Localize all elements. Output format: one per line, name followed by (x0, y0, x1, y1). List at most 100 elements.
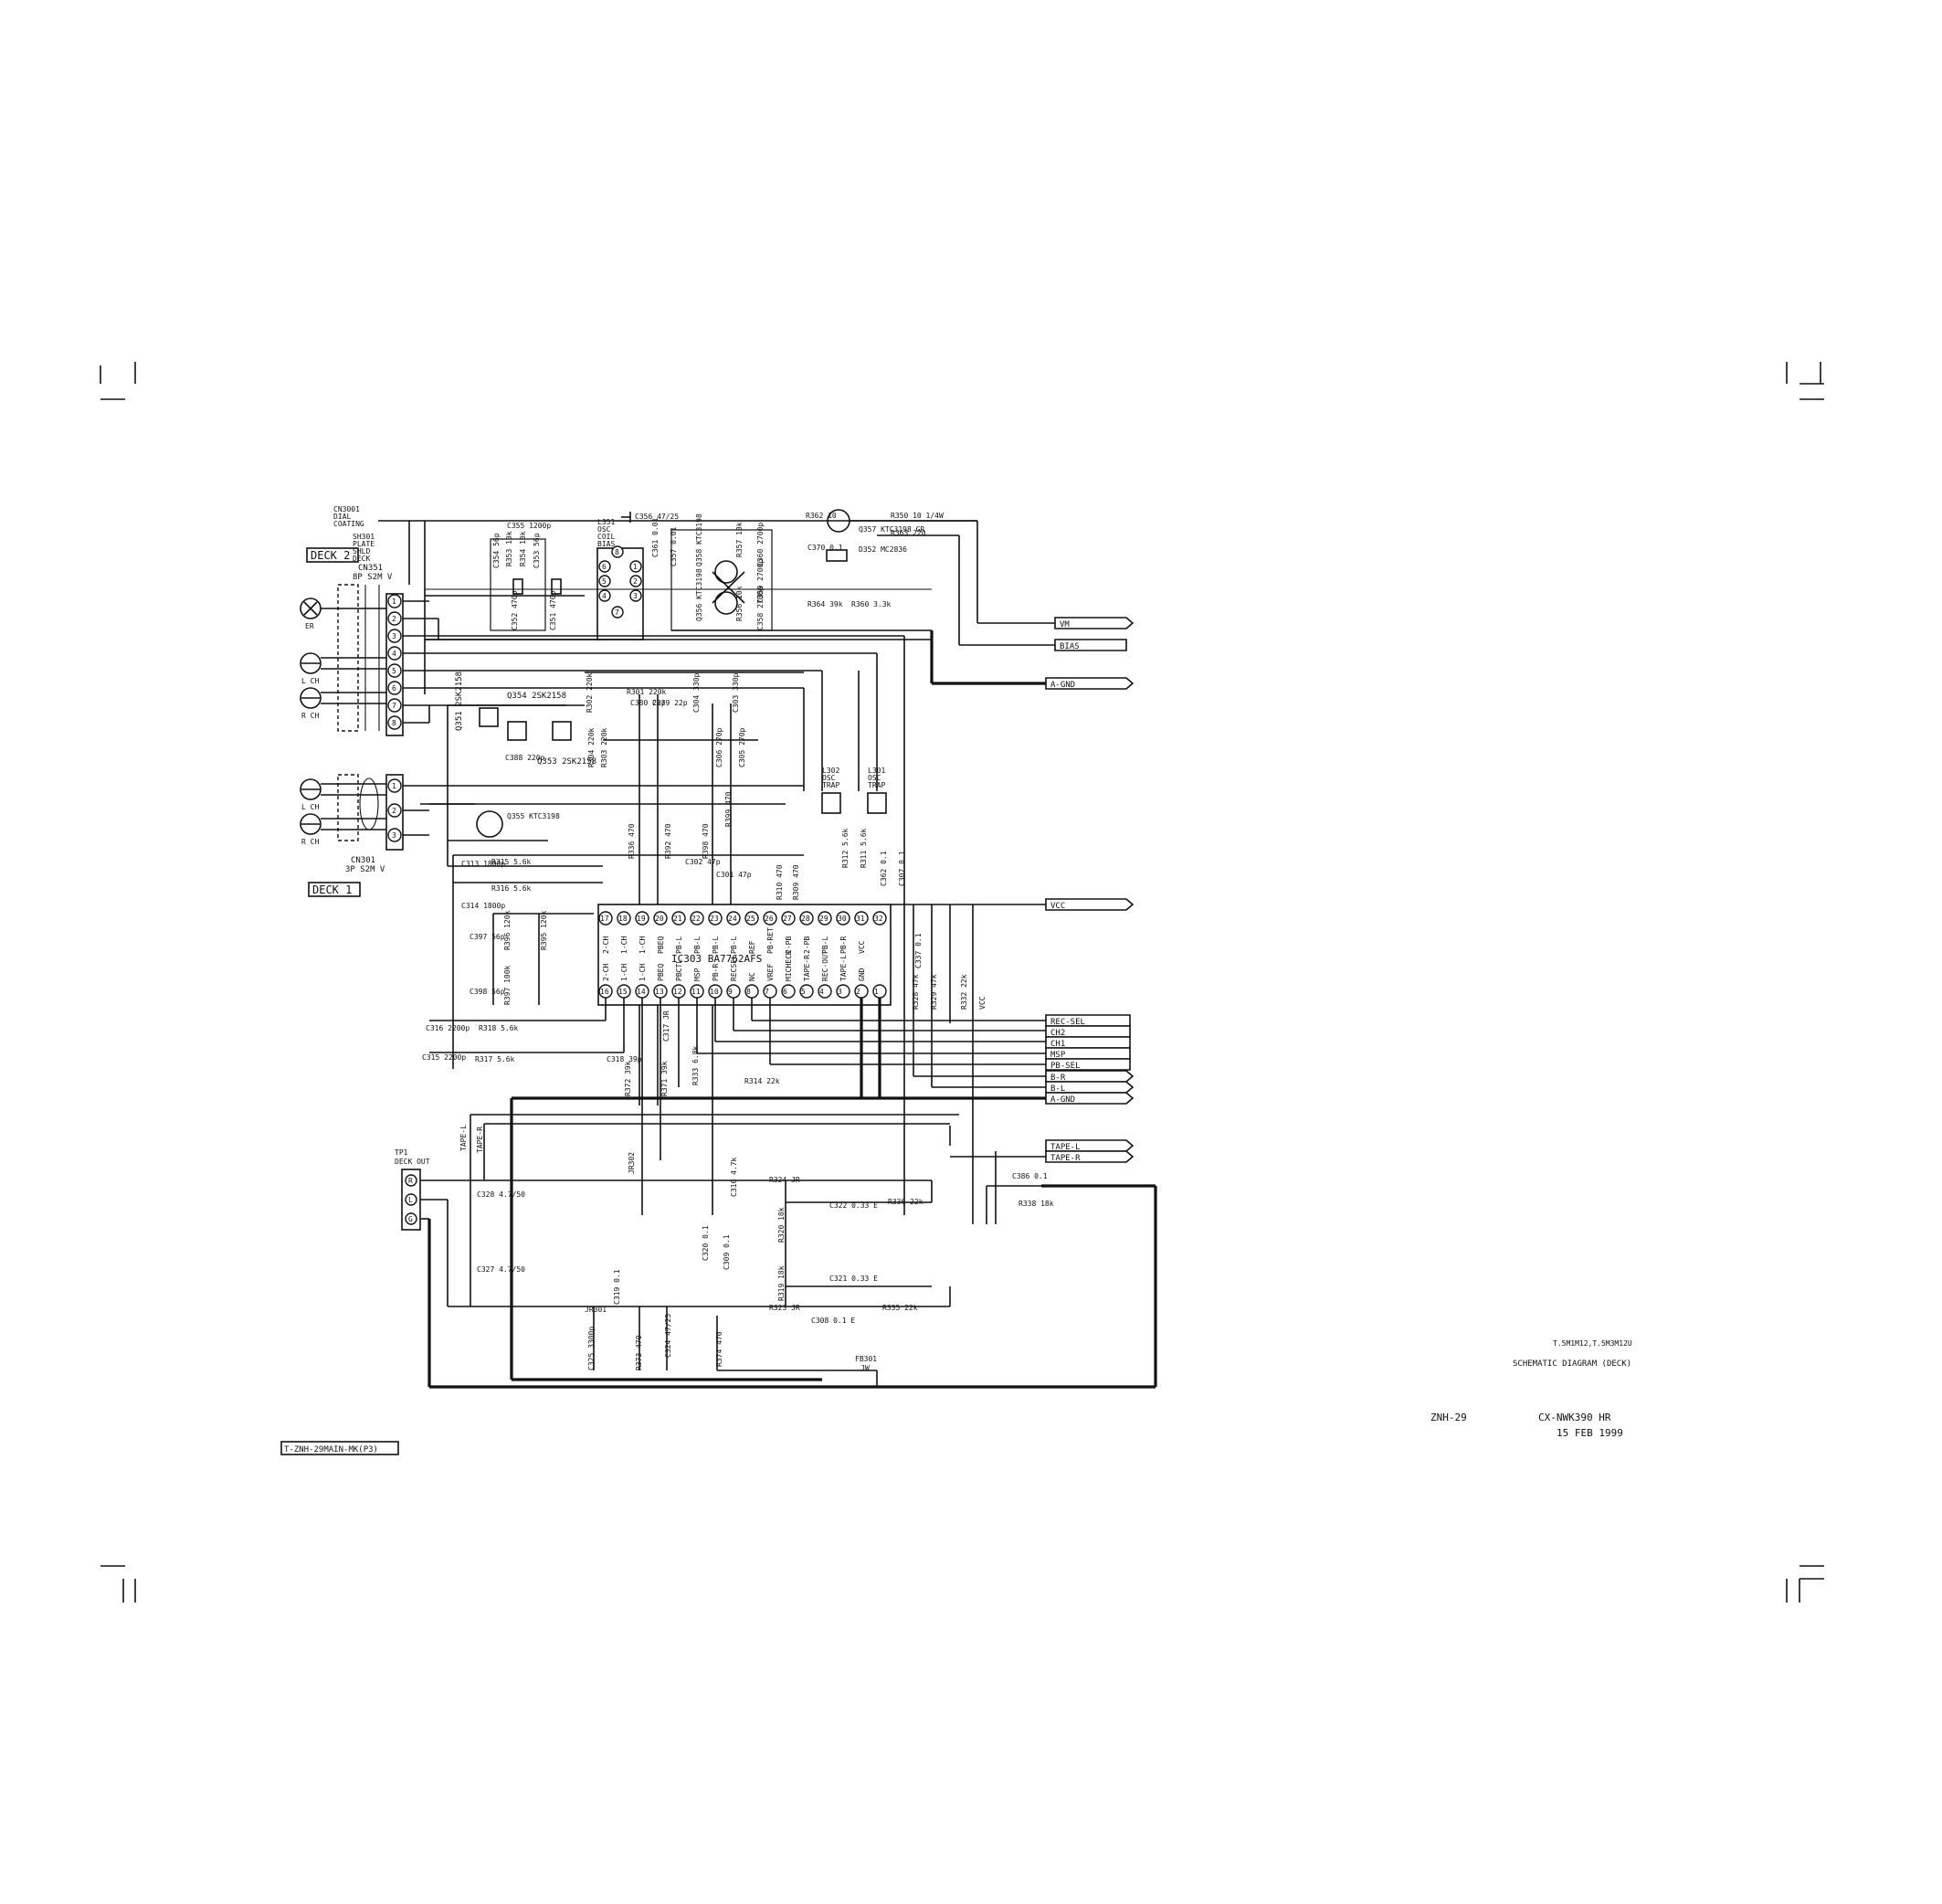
svg-text:1-CH: 1-CH (639, 964, 647, 981)
svg-text:TAPE-L: TAPE-L (1050, 1143, 1081, 1152)
shield-line3: SHLD (353, 547, 370, 555)
deck2-label-box (306, 547, 359, 563)
l302-line2: OSC (822, 774, 836, 782)
c303-label: C303 330p (732, 672, 740, 713)
svg-text:1: 1 (874, 988, 879, 996)
svg-text:21: 21 (673, 915, 682, 923)
svg-text:1-CH: 1-CH (620, 964, 628, 981)
r314-label: R314 22k (744, 1077, 780, 1085)
signal-vcc: VCC (1045, 898, 1135, 911)
svg-text:A-GND: A-GND (1050, 1095, 1075, 1105)
r364-label: R364 39k (807, 600, 843, 608)
svg-text:10: 10 (710, 988, 719, 996)
c397-label: C397 56p (470, 933, 505, 941)
deck2-section: DECK 2 CN3001 DIAL COATING SH301 PLATE S… (300, 505, 410, 736)
footer-title: SCHEMATIC DIAGRAM (DECK) (1513, 1359, 1631, 1369)
svg-text:TAPE-R: TAPE-R (1050, 1154, 1081, 1163)
svg-text:NC: NC (748, 972, 756, 981)
erase-head-icon (300, 598, 322, 619)
svg-text:PB-L: PB-L (730, 936, 738, 954)
r338-label: R338 18k (1018, 1200, 1054, 1208)
svg-text:2: 2 (392, 615, 396, 623)
q355-block: Q355 KTC3198 (403, 785, 804, 841)
svg-text:A-GND: A-GND (1050, 681, 1075, 690)
signal-b-r: B-R (1045, 1070, 1135, 1083)
svg-text:1: 1 (392, 598, 396, 606)
vcc-vertical-label: VCC (978, 996, 987, 1010)
svg-text:VREF: VREF (766, 964, 775, 981)
signal-vm: VM (1054, 617, 1135, 629)
deck1-label: DECK 1 (312, 883, 352, 896)
c306-label: C306 270p (715, 727, 723, 767)
r323-label: R323 JR (769, 1304, 800, 1312)
ic303-bottom-pin-names: 2-CH 1-CH 1-CH PBEQ PBCTL MSP PB-R RECSE… (602, 950, 866, 981)
svg-text:PB-R: PB-R (712, 964, 720, 981)
c353-label: C353 56p (533, 533, 541, 568)
svg-text:5: 5 (392, 667, 396, 675)
svg-text:2-PB: 2-PB (803, 936, 811, 954)
signal-tags-top: VM BIAS A-GND (425, 588, 1135, 690)
svg-text:2: 2 (392, 807, 396, 815)
signal-b-l: B-L (1045, 1081, 1135, 1094)
r317-label: R317 5.6k (475, 1055, 515, 1063)
chassis-line3: COATING (333, 520, 364, 528)
l302-ref: L302 (822, 767, 839, 775)
r397-label: R397 100k (503, 965, 512, 1005)
c362-label: C362 0.1 (880, 851, 888, 886)
svg-text:25: 25 (746, 915, 755, 923)
jr302-label: JR302 (628, 1152, 636, 1174)
chassis-ref: CN3001 (333, 505, 360, 513)
tp1-pin-r: R (408, 1177, 413, 1185)
cn351-ref: CN351 (358, 564, 383, 573)
c302-label: C302 47p (685, 858, 721, 866)
ic303-top-pins: 17 18 19 20 21 22 23 24 25 26 27 28 29 3… (598, 911, 887, 926)
l351-line4: BIAS (597, 540, 615, 548)
osc-traps: L302 OSC TRAP L301 OSC TRAP (821, 767, 887, 814)
r332-label: R332 22k (960, 974, 968, 1010)
chassis-line2: DIAL (333, 513, 351, 521)
svg-text:8: 8 (392, 719, 396, 727)
c304-label: C304 330p (692, 672, 701, 713)
svg-text:REC-OUT: REC-OUT (821, 950, 829, 981)
c379-label: C379 22p (652, 699, 688, 707)
deck2-lch-label: L CH (301, 677, 319, 685)
svg-text:3: 3 (392, 632, 396, 640)
svg-text:VCC: VCC (1050, 902, 1065, 911)
r392-label: R392 470 (664, 823, 672, 859)
r304-label: R304 220k (587, 727, 596, 767)
svg-text:MSP: MSP (693, 968, 702, 981)
svg-text:7: 7 (765, 988, 769, 996)
svg-text:28: 28 (801, 915, 810, 923)
q354-label: Q354 2SK2158 (507, 692, 566, 701)
q358-label: Q358 KTC3198 (695, 513, 703, 566)
deck2-lch-head-icon (300, 652, 322, 674)
svg-text:1-CH: 1-CH (620, 936, 628, 954)
shield-ref: SH301 (353, 533, 375, 541)
svg-text:2-CH: 2-CH (602, 936, 610, 954)
c305-label: C305 270p (738, 727, 746, 767)
l351-pins: 6 5 4 8 1 2 3 7 (598, 545, 642, 619)
r353-label: R353 10k (505, 531, 513, 566)
ic303-bottom-pins: 16 15 14 13 12 11 10 9 8 7 6 5 4 3 2 1 (598, 984, 887, 999)
c386-label: C386 0.1 (1012, 1172, 1048, 1180)
c351-label: C351 470p (549, 590, 557, 630)
l351-ref: L351 (597, 518, 615, 526)
svg-text:4: 4 (602, 592, 607, 600)
r310-label: R310 470 (776, 864, 784, 900)
svg-text:11: 11 (691, 988, 701, 996)
r328-label: R328 47k (912, 974, 920, 1010)
l302-line3: TRAP (822, 781, 839, 789)
svg-text:1: 1 (633, 563, 638, 571)
signal-ch1: CH1 (1045, 1036, 1131, 1049)
svg-text:MICHECK: MICHECK (785, 950, 793, 981)
q355-transistor-icon (476, 810, 503, 838)
svg-text:PBCTL: PBCTL (675, 959, 683, 981)
cn301-pins: 1 2 3 (387, 778, 402, 842)
svg-text:23: 23 (710, 915, 719, 923)
c309-label: C309 0.1 (723, 1234, 731, 1270)
signal-rec-sel: REC-SEL (1045, 1014, 1131, 1027)
lower-filter-network: C310 4.7k R324 JR R320 18k R319 18k C322… (587, 1151, 1054, 1387)
c317-label: C317 JR (662, 1010, 670, 1042)
r312-label: R312 5.6k (841, 828, 850, 868)
